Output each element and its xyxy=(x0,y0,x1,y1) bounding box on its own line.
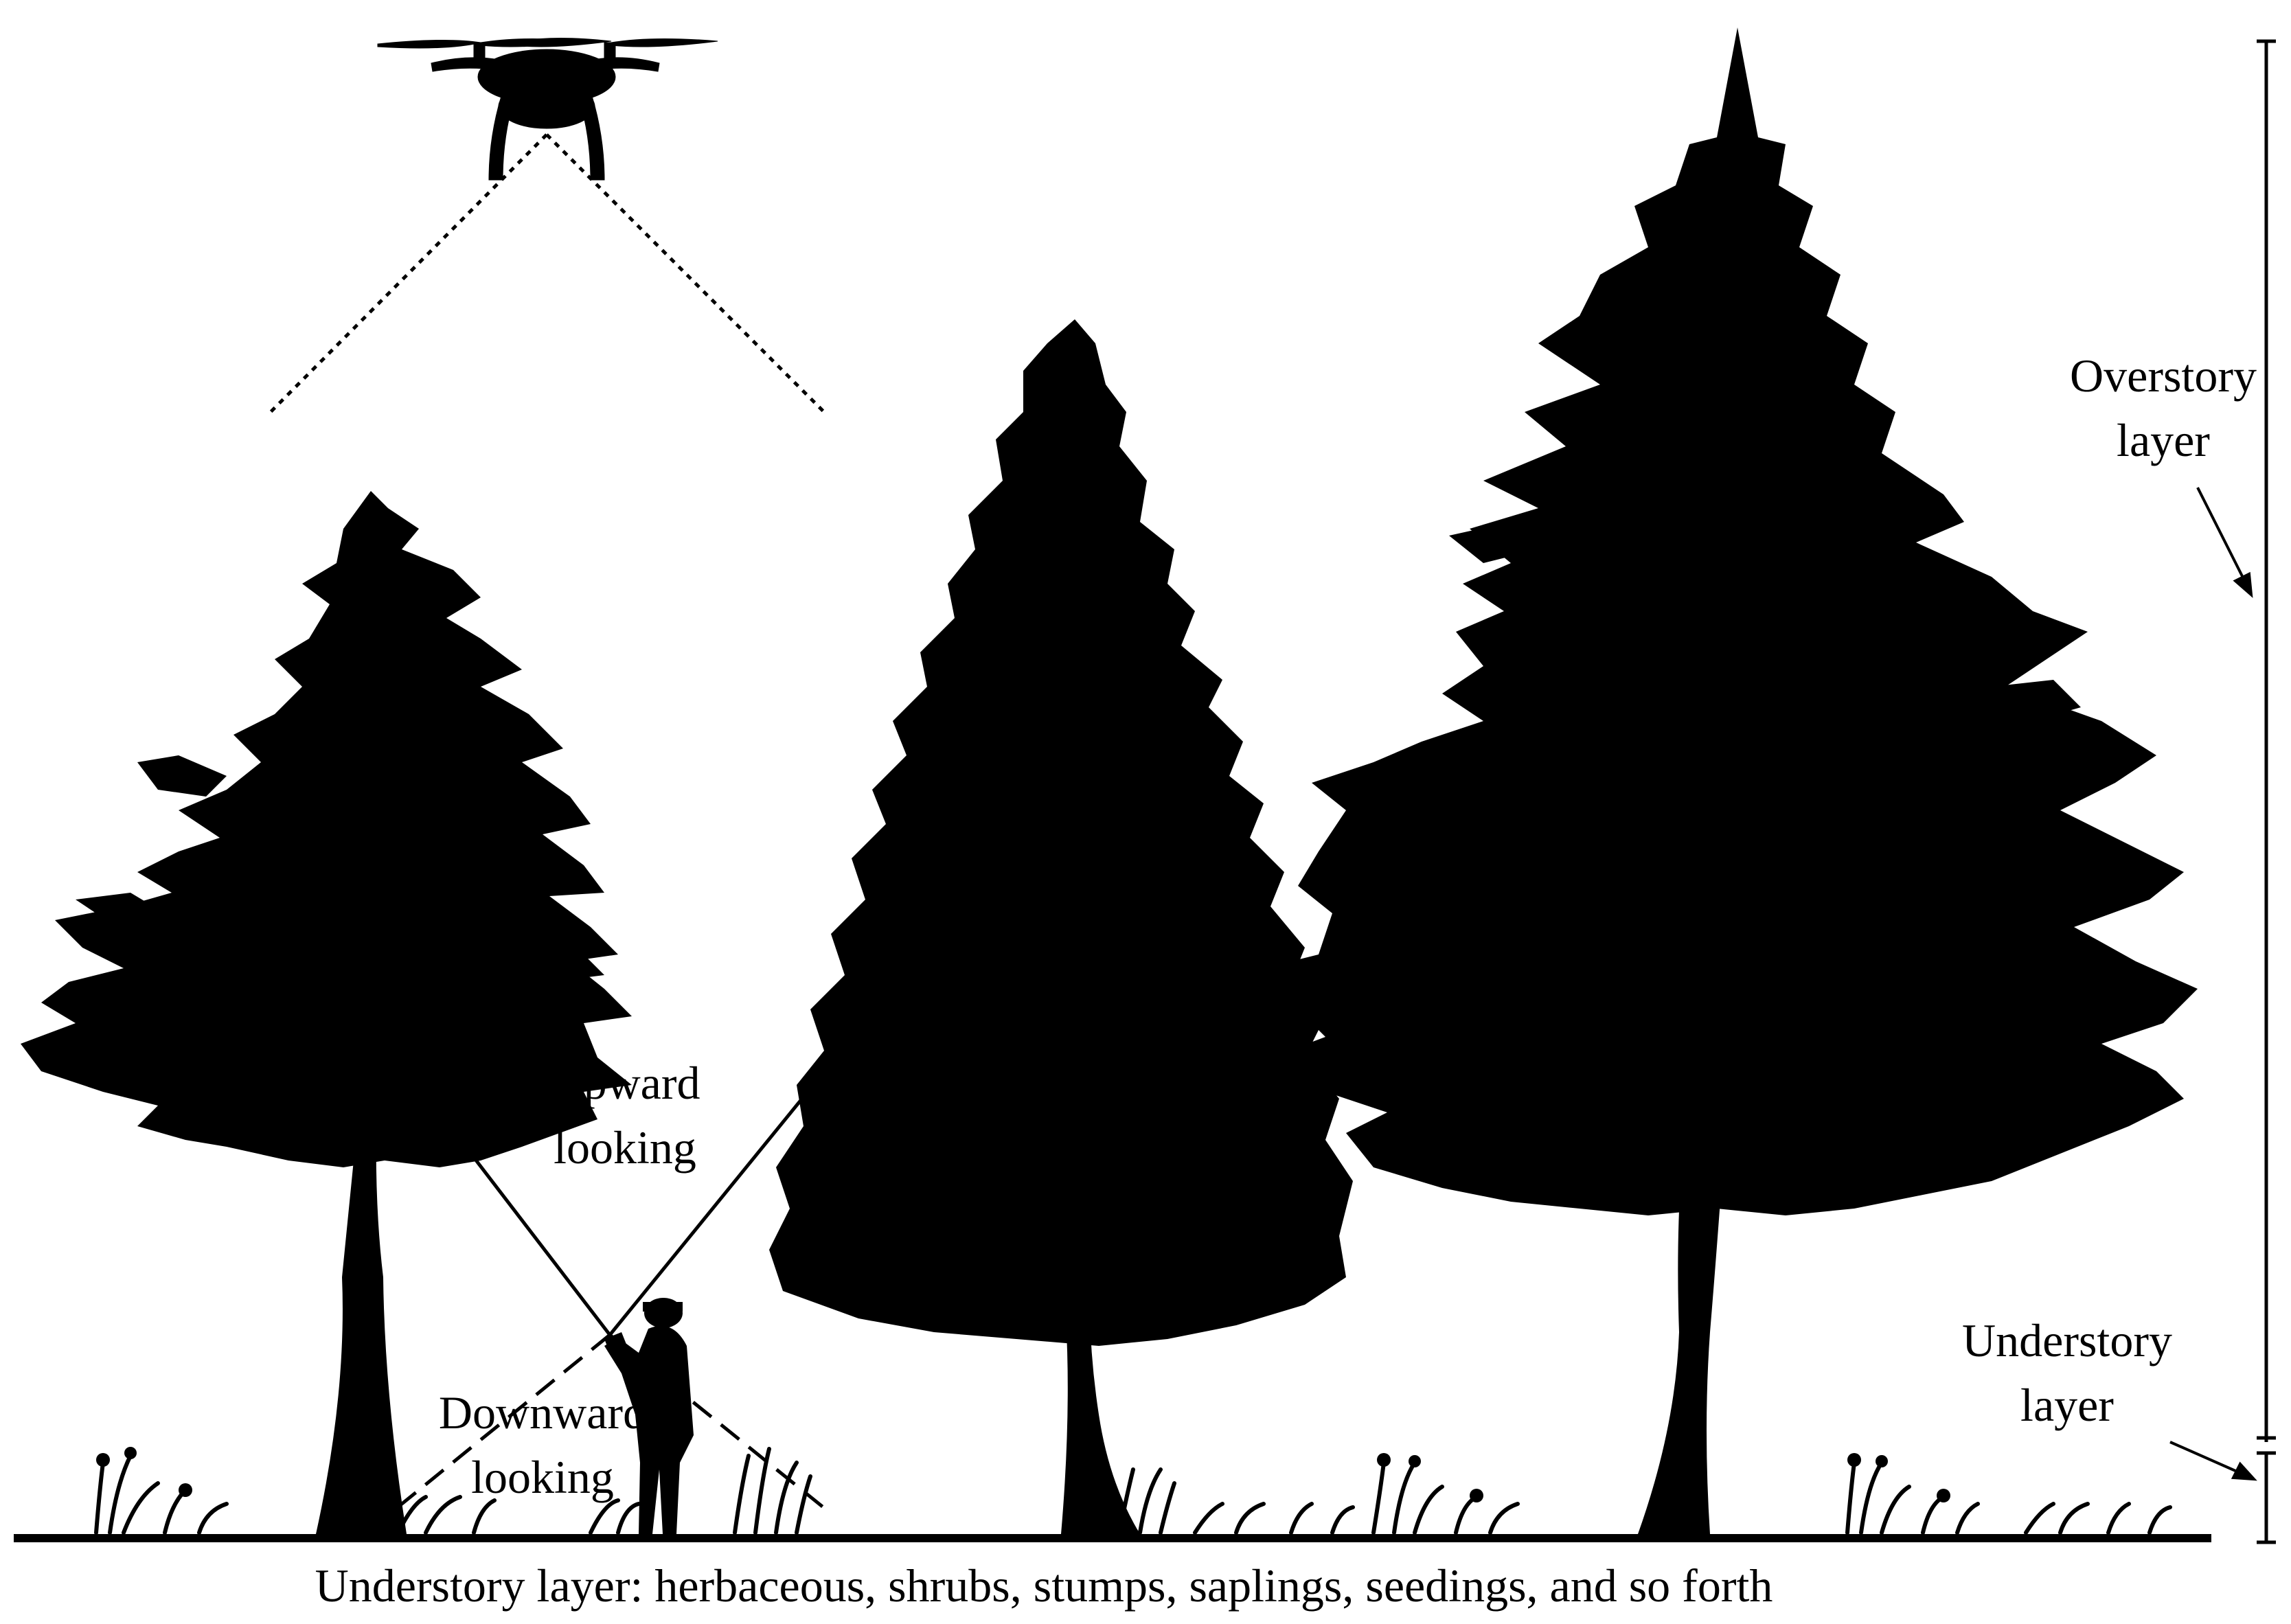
upward-label-line2: looking xyxy=(554,1121,696,1174)
understory-label-line2: layer xyxy=(2020,1379,2114,1431)
flower-icon xyxy=(96,1447,1950,1502)
upward-looking-label: Upward looking xyxy=(508,1051,742,1180)
drone-icon xyxy=(377,37,718,181)
caption: Understory layer: herbaceous, shrubs, st… xyxy=(315,1559,1773,1612)
spruce-tree-icon xyxy=(769,319,1353,1534)
upward-view-lines xyxy=(464,1090,809,1336)
downward-label-line2: looking xyxy=(471,1451,614,1503)
overstory-scale-bar xyxy=(2257,39,2276,1442)
grass-icon xyxy=(94,1447,2172,1535)
understory-arrow xyxy=(2169,1441,2257,1481)
understory-label: Understory layer xyxy=(1923,1308,2211,1437)
downward-looking-label: Downward looking xyxy=(398,1380,687,1509)
overstory-arrow xyxy=(2196,487,2253,598)
fir-tree-icon xyxy=(1264,27,2198,1534)
pine-tree-icon xyxy=(21,491,632,1534)
overstory-label-line2: layer xyxy=(2117,414,2210,466)
understory-label-line1: Understory xyxy=(1962,1314,2172,1366)
downward-view-lines xyxy=(389,1334,832,1515)
upward-label-line1: Upward xyxy=(549,1057,700,1109)
downward-label-line1: Downward xyxy=(438,1386,647,1439)
understory-scale-bar xyxy=(2257,1451,2276,1544)
overstory-label: Overstory layer xyxy=(2026,343,2291,472)
overstory-label-line1: Overstory xyxy=(2070,350,2257,402)
ground-line xyxy=(14,1534,2211,1542)
drone-view-cone xyxy=(269,133,825,413)
person-icon xyxy=(604,1298,694,1534)
